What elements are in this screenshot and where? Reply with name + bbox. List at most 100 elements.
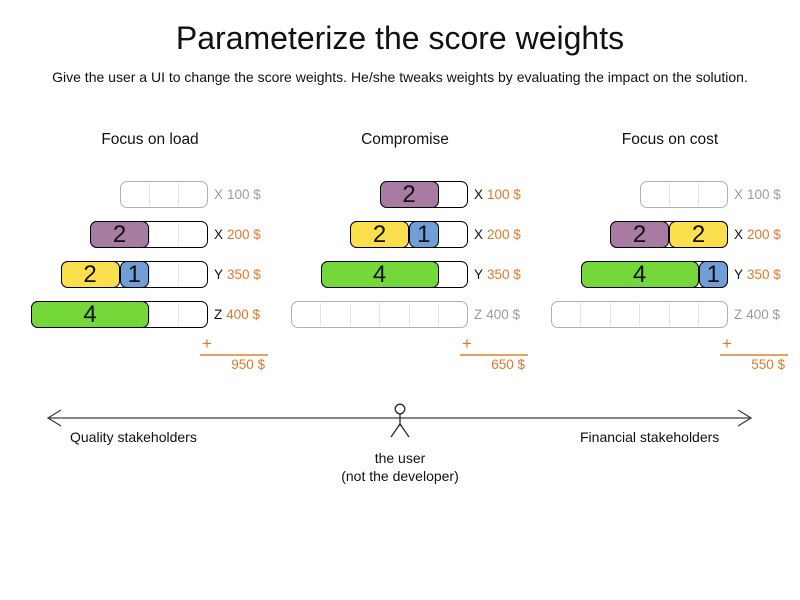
segment-value: 4 — [632, 260, 647, 288]
unit-gridline — [438, 223, 439, 246]
unit-gridline — [148, 263, 150, 286]
weight-row: 2 1 — [60, 260, 208, 288]
row-price: 100 $ — [747, 187, 781, 202]
segment-value: 2 — [112, 220, 127, 248]
plus-sign: + — [202, 334, 212, 353]
row-price: 400 $ — [226, 307, 261, 322]
row-letter: Z — [214, 307, 223, 322]
weight-row — [639, 181, 728, 208]
row-price: 400 $ — [746, 307, 781, 322]
unit-gridline — [178, 183, 179, 206]
weight-segment: 2 — [379, 180, 439, 208]
unit-gridline — [148, 183, 150, 206]
unit-gridline — [178, 223, 179, 246]
total-block: + 950 $ — [200, 334, 268, 375]
row-letter: Z — [734, 307, 743, 322]
user-sublabel: (not the developer) — [341, 468, 459, 484]
weight-segment: 2 — [90, 221, 149, 248]
stakeholder-axis — [46, 403, 753, 438]
weight-segment: 4 — [31, 301, 149, 328]
segment-value: 2 — [83, 260, 97, 288]
row-price: 200 $ — [747, 227, 781, 242]
weight-segment: 2 — [60, 260, 120, 288]
unit-gridline — [178, 263, 179, 286]
sum-line — [200, 354, 268, 356]
weight-row: 4 — [320, 260, 468, 288]
segment-value: 2 — [402, 180, 416, 208]
unit-gridline — [639, 303, 640, 326]
unit-gridline — [349, 303, 351, 326]
row-price: 100 $ — [227, 187, 261, 202]
total-block: + 650 $ — [460, 334, 528, 375]
sum-line — [460, 354, 528, 356]
segment-value: 4 — [372, 260, 387, 288]
row-price: 350 $ — [487, 267, 521, 282]
row-letter: Y — [214, 267, 224, 282]
row-letter: X — [474, 187, 484, 202]
stick-figure-icon — [390, 403, 410, 438]
row-price: 200 $ — [487, 227, 521, 242]
unit-gridline — [580, 303, 581, 326]
page-subtitle: Give the user a UI to change the score w… — [52, 69, 748, 85]
unit-gridline — [178, 303, 179, 326]
segment-value: 2 — [372, 220, 387, 248]
left-arrowhead-icon — [46, 409, 62, 427]
unit-gridline — [668, 183, 670, 206]
quality-stakeholders-label: Quality stakeholders — [70, 429, 197, 445]
weight-segment: 2 — [610, 221, 669, 248]
segment-value: 4 — [83, 300, 97, 328]
scenario-title-focus-on-cost: Focus on cost — [621, 131, 719, 148]
unit-gridline — [609, 303, 611, 326]
weight-segment: 1 — [119, 260, 149, 288]
weight-row — [119, 181, 208, 208]
sum-line — [720, 354, 788, 356]
row-letter: Z — [474, 307, 483, 322]
scenario-title-focus-on-load: Focus on load — [101, 131, 199, 148]
total-value: 550 $ — [751, 357, 785, 372]
row-letter: Y — [734, 267, 744, 282]
total-value: 950 $ — [231, 357, 265, 372]
row-price: 200 $ — [227, 227, 261, 242]
unit-gridline — [438, 303, 439, 326]
weight-segment: 4 — [320, 260, 439, 288]
weight-segment: 1 — [698, 260, 728, 288]
unit-gridline — [668, 303, 670, 326]
page-title: Parameterize the score weights — [175, 20, 625, 56]
row-letter: X — [734, 187, 744, 202]
weight-row: 2 2 — [610, 221, 728, 248]
weight-segment: 2 — [669, 221, 728, 248]
row-price: 400 $ — [486, 307, 521, 322]
row-price: 350 $ — [227, 267, 261, 282]
row-letter: Y — [474, 267, 484, 282]
segment-value: 1 — [417, 220, 431, 248]
financial-stakeholders-label: Financial stakeholders — [580, 429, 720, 445]
segment-value: 1 — [127, 260, 141, 288]
weight-row: 2 1 — [350, 221, 468, 248]
scenario-title-compromise: Compromise — [361, 131, 449, 148]
unit-gridline — [379, 303, 380, 326]
unit-gridline — [698, 303, 699, 326]
row-letter: X — [734, 227, 744, 242]
weight-segment: 1 — [409, 221, 439, 248]
segment-value: 2 — [632, 220, 647, 248]
weight-row: 2 — [379, 180, 468, 208]
weight-row: 4 1 — [580, 260, 728, 288]
segment-value: 2 — [691, 220, 706, 248]
user-label: the user — [374, 450, 426, 466]
plus-sign: + — [462, 334, 472, 353]
segment-value: 1 — [706, 260, 720, 288]
weight-row — [291, 301, 468, 328]
unit-gridline — [438, 183, 439, 206]
unit-gridline — [320, 303, 321, 326]
row-price: 100 $ — [487, 187, 521, 202]
